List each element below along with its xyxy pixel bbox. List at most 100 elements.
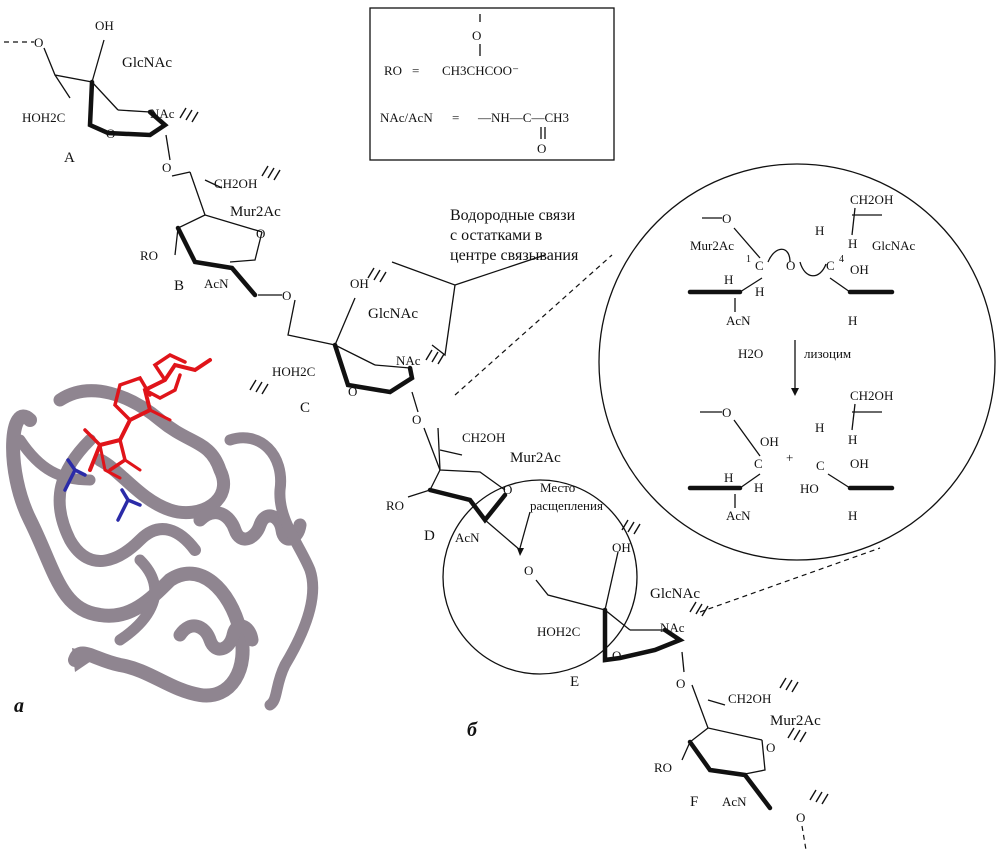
residue-b-letter: B bbox=[174, 278, 184, 294]
residue-d-acn: AcN bbox=[455, 530, 480, 545]
residue-d-ch2oh: CH2OH bbox=[462, 430, 505, 445]
residue-b: CH2OH Mur2Ac O RO AcN B O bbox=[140, 165, 291, 303]
residue-d-glyco-o: O bbox=[524, 563, 533, 578]
residue-f-ch2oh: CH2OH bbox=[728, 691, 771, 706]
inset-enzyme: лизоцим bbox=[804, 346, 851, 361]
inset-h-c1-bottom: H bbox=[755, 284, 764, 299]
inset-water: H2O bbox=[738, 346, 763, 361]
residue-c-ring-o: O bbox=[348, 384, 357, 399]
inset-glcnac-name: GlcNAc bbox=[872, 238, 916, 253]
residue-b-ro: RO bbox=[140, 248, 158, 263]
residue-f-ring-o: O bbox=[766, 740, 775, 755]
inset-top-o-left: O bbox=[722, 211, 731, 226]
residue-e: OH GlcNAc NAc HOH2C O E O bbox=[535, 540, 709, 691]
residue-f-acn: AcN bbox=[722, 794, 747, 809]
residue-f: CH2OH Mur2Ac O RO AcN F O bbox=[654, 677, 829, 851]
residue-b-ring-o: O bbox=[256, 226, 265, 241]
panel-label-a: а bbox=[14, 695, 24, 717]
residue-a-name: GlcNAc bbox=[122, 55, 172, 71]
hbond-text-1: Водородные связи bbox=[450, 207, 576, 224]
residue-e-nac: NAc bbox=[660, 620, 685, 635]
residue-e-ring-o: O bbox=[612, 648, 621, 663]
residue-e-glyco-o: O bbox=[676, 676, 685, 691]
residue-e-letter: E bbox=[570, 674, 579, 690]
legend-ro-equals: = bbox=[412, 63, 419, 78]
cleavage-circle bbox=[442, 479, 638, 675]
inset-bottom-o-left: O bbox=[722, 405, 731, 420]
hbond-text-3: центре связывания bbox=[450, 247, 579, 264]
legend-ro-label: RO bbox=[384, 63, 402, 78]
hbond-text-2: с остатками в bbox=[450, 227, 543, 244]
inset-h-right-top: H bbox=[848, 236, 857, 251]
residue-e-oh: OH bbox=[612, 540, 631, 555]
inset-oh-right-top: OH bbox=[850, 262, 869, 277]
legend-nac-equals: = bbox=[452, 110, 459, 125]
residue-f-name: Mur2Ac bbox=[770, 713, 821, 729]
lysozyme-ribbon bbox=[6, 384, 319, 711]
inset-h-c4-top: H bbox=[815, 223, 824, 238]
inset-h-left-top: H bbox=[724, 272, 733, 287]
legend-nac-formula: —NH—C—CH3 bbox=[477, 110, 569, 125]
residue-c-letter: C bbox=[300, 400, 310, 416]
inset-acn-top: AcN bbox=[726, 313, 751, 328]
residue-e-name: GlcNAc bbox=[650, 586, 700, 602]
inset-h-right-mid: H bbox=[848, 432, 857, 447]
inset-ch2oh-top: CH2OH bbox=[850, 192, 893, 207]
inset-h-c4-bottom: H bbox=[815, 420, 824, 435]
residue-c-oh: OH bbox=[350, 276, 369, 291]
inset-c1-num: 1 bbox=[746, 254, 751, 265]
inset-mur2ac-name: Mur2Ac bbox=[690, 238, 734, 253]
inset-ho-c4: HO bbox=[800, 481, 819, 496]
inset-c4-top: C bbox=[826, 258, 835, 273]
residue-a-letter: A bbox=[64, 150, 75, 166]
legend-nac-label: NAc/AcN bbox=[380, 110, 433, 125]
legend-nac-oxygen: O bbox=[537, 141, 546, 156]
residue-a-glyco-o: O bbox=[162, 160, 171, 175]
residue-d: CH2OH Mur2Ac O RO AcN D O bbox=[386, 427, 561, 578]
residue-b-name: Mur2Ac bbox=[230, 204, 281, 220]
hydrolysis-inset: O Mur2Ac C 1 H O C 4 H CH2OH H GlcNAc OH… bbox=[598, 163, 996, 561]
residue-d-ring-o: O bbox=[503, 482, 512, 497]
residue-d-name: Mur2Ac bbox=[510, 450, 561, 466]
residue-b-glyco-o: O bbox=[282, 288, 291, 303]
inset-acn-bottom: AcN bbox=[726, 508, 751, 523]
residue-b-acn: AcN bbox=[204, 276, 229, 291]
residue-a-nac: NAc bbox=[150, 106, 175, 121]
inset-ch2oh-bottom: CH2OH bbox=[850, 388, 893, 403]
cleavage-text-2: расщепления bbox=[530, 498, 603, 513]
residue-d-ro: RO bbox=[386, 498, 404, 513]
inset-c4-bottom: C bbox=[816, 458, 825, 473]
residue-c-hoh2c: HOH2C bbox=[272, 364, 315, 379]
residue-f-letter: F bbox=[690, 794, 698, 810]
residue-a-o-link: O bbox=[34, 35, 43, 50]
residue-c-nac: NAc bbox=[396, 353, 421, 368]
inset-h-left-bottom: H bbox=[724, 470, 733, 485]
active-site-residues bbox=[63, 458, 142, 522]
inset-oh-right-bottom: OH bbox=[850, 456, 869, 471]
residue-a-oh: OH bbox=[95, 18, 114, 33]
inset-oh-c1: OH bbox=[760, 434, 779, 449]
inset-c1-bottom: C bbox=[754, 456, 763, 471]
residue-f-ro: RO bbox=[654, 760, 672, 775]
legend-ro-oxygen: O bbox=[472, 28, 481, 43]
residue-d-letter: D bbox=[424, 528, 435, 544]
residue-a-hoh2c: HOH2C bbox=[22, 110, 65, 125]
inset-h-right-lowest: H bbox=[848, 508, 857, 523]
residue-a-ring-o: O bbox=[106, 126, 115, 141]
panel-label-b: б bbox=[467, 719, 478, 741]
inset-h-c1-below: H bbox=[754, 480, 763, 495]
inset-bridge-o: O bbox=[786, 258, 795, 273]
residue-e-hoh2c: HOH2C bbox=[537, 624, 580, 639]
residue-c-name: GlcNAc bbox=[368, 306, 418, 322]
residue-f-glyco-o: O bbox=[796, 810, 805, 825]
inset-c4-num: 4 bbox=[839, 254, 844, 265]
inset-h-right-bottom: H bbox=[848, 313, 857, 328]
inset-plus: + bbox=[786, 450, 793, 465]
residue-b-ch2oh: CH2OH bbox=[214, 176, 257, 191]
zoom-line-lower bbox=[699, 547, 881, 613]
residue-c-glyco-o: O bbox=[412, 412, 421, 427]
cleavage-text-1: Место bbox=[540, 480, 575, 495]
substrate-sticks bbox=[83, 352, 212, 480]
residue-a: O OH GlcNAc NAc HOH2C O A O bbox=[4, 18, 199, 175]
